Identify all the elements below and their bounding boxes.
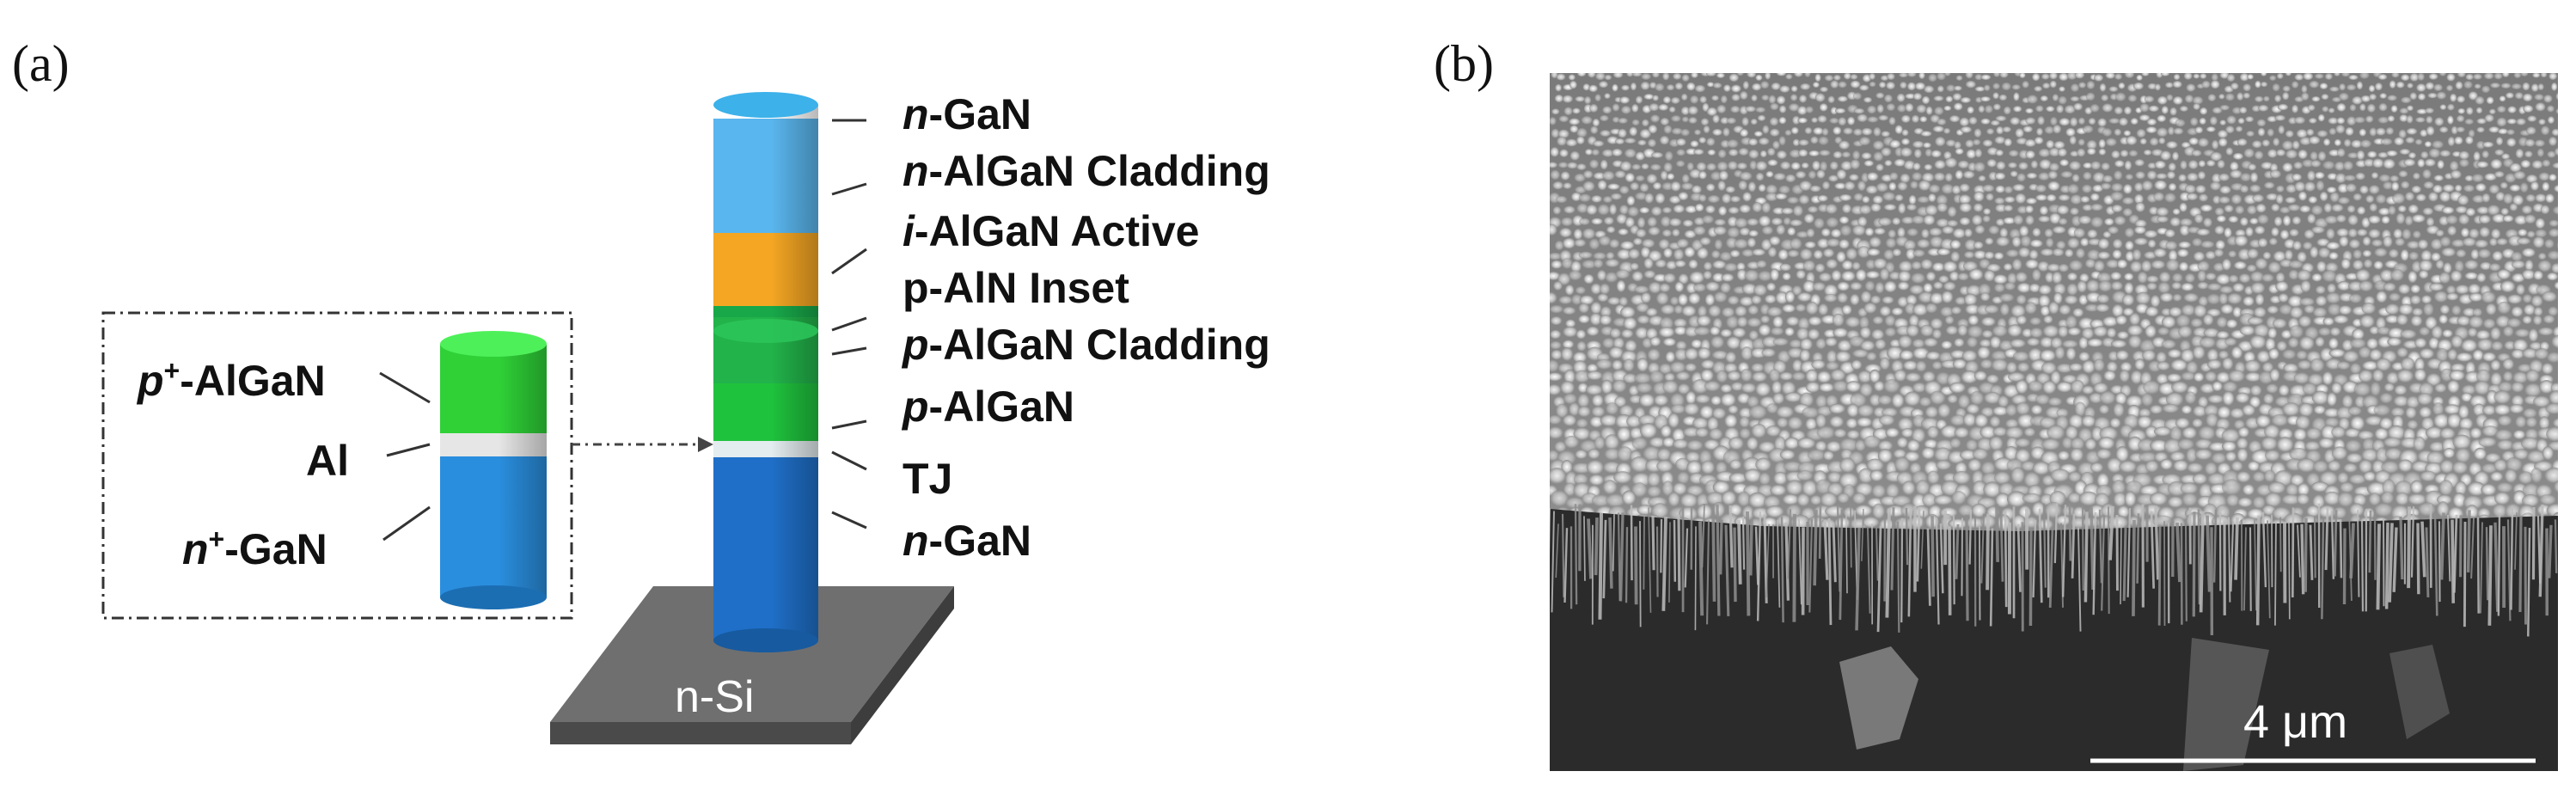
col-label-ngan-top: n-GaN [832,90,1031,138]
sem-nanowire-edge [1550,503,2558,637]
col-label-palgan: p-AlGaN [831,383,1074,431]
panel-label-a: (a) [12,35,70,92]
svg-text:n-GaN: n-GaN [903,517,1031,565]
svg-text:n-AlGaN Cladding: n-AlGaN Cladding [903,147,1270,195]
col-top-cap [713,92,818,118]
panel-label-b: (b) [1434,35,1494,92]
inset-nanowire [440,331,547,609]
inset-label-ngan: n+-GaN [182,523,327,573]
inset-label-palgan: p+-AlGaN [136,355,326,405]
svg-text:n+-GaN: n+-GaN [182,523,327,573]
svg-text:Al: Al [306,437,349,485]
col-label-nalgan-cladding: n-AlGaN Cladding [831,147,1270,196]
col-label-ngan-bottom: n-GaN [831,511,1031,565]
col-label-palgan-cladding: p-AlGaN Cladding [831,321,1270,369]
svg-text:TJ: TJ [903,455,952,503]
svg-text:p-AlGaN Cladding: p-AlGaN Cladding [901,321,1270,369]
main-nanowire [713,92,818,652]
substrate-slab [550,586,954,744]
sem-image: 4 μm [1550,73,2558,771]
svg-text:p-AlN Inset: p-AlN Inset [903,264,1129,312]
svg-text:p+-AlGaN: p+-AlGaN [136,355,326,405]
substrate-label: n-Si [675,672,754,722]
inset-label-al: Al [306,437,349,485]
col-label-active: i-AlGaN Active [831,207,1199,275]
svg-text:n-GaN: n-GaN [903,90,1031,138]
inset-top-cap [440,331,547,357]
svg-text:p-AlGaN: p-AlGaN [901,383,1074,431]
sem-grain-texture [1550,73,2558,534]
inset-frame [101,311,573,620]
svg-text:i-AlGaN Active: i-AlGaN Active [903,207,1199,255]
col-label-tj: TJ [831,450,952,503]
scale-bar-label: 4 μm [2243,696,2347,748]
col-label-paln-inset: p-AlN Inset [831,264,1129,332]
